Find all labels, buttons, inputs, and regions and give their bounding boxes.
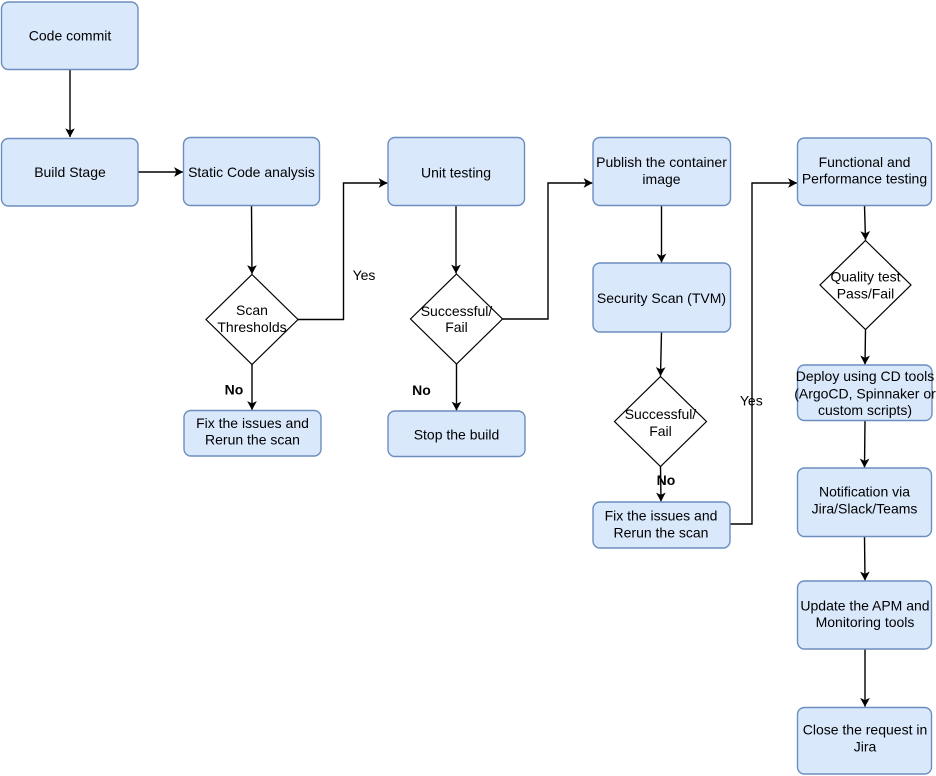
svg-text:Fail: Fail — [445, 319, 468, 335]
svg-text:Monitoring tools: Monitoring tools — [816, 614, 915, 630]
svg-text:Scan: Scan — [236, 302, 268, 318]
svg-text:custom scripts): custom scripts) — [818, 402, 912, 418]
svg-text:Publish the container: Publish the container — [596, 154, 727, 170]
svg-text:Update the APM and: Update the APM and — [800, 597, 929, 613]
svg-text:Jira: Jira — [854, 739, 877, 755]
svg-text:Rerun the scan: Rerun the scan — [205, 432, 300, 448]
svg-text:Successful/: Successful/ — [625, 406, 697, 422]
svg-text:Quality test: Quality test — [830, 269, 900, 285]
svg-text:Notification via: Notification via — [819, 484, 910, 500]
svg-text:No: No — [657, 472, 676, 488]
svg-text:Close the request in: Close the request in — [803, 722, 928, 738]
svg-text:Jira/Slack/Teams: Jira/Slack/Teams — [812, 500, 918, 516]
svg-text:Build Stage: Build Stage — [34, 164, 106, 180]
svg-text:Fix the issues and: Fix the issues and — [605, 508, 718, 524]
svg-text:Fix the issues and: Fix the issues and — [196, 415, 309, 431]
svg-text:Stop the build: Stop the build — [414, 427, 500, 443]
svg-text:Unit testing: Unit testing — [421, 165, 491, 181]
svg-text:Rerun the scan: Rerun the scan — [614, 525, 709, 541]
svg-text:Successful/: Successful/ — [421, 303, 493, 319]
svg-text:Pass/Fail: Pass/Fail — [837, 285, 895, 301]
svg-text:No: No — [225, 382, 244, 398]
svg-text:Deploy using CD tools: Deploy using CD tools — [796, 368, 935, 384]
svg-text:Fail: Fail — [649, 423, 672, 439]
svg-text:Yes: Yes — [353, 267, 376, 283]
svg-text:(ArgoCD, Spinnaker or: (ArgoCD, Spinnaker or — [794, 386, 936, 402]
svg-text:Thresholds: Thresholds — [217, 319, 286, 335]
svg-text:Security Scan (TVM): Security Scan (TVM) — [597, 290, 726, 306]
svg-text:Static Code analysis: Static Code analysis — [188, 164, 315, 180]
svg-text:image: image — [642, 171, 680, 187]
svg-text:No: No — [412, 382, 431, 398]
svg-text:Performance testing: Performance testing — [802, 171, 927, 187]
svg-text:Yes: Yes — [740, 393, 763, 409]
svg-text:Functional and: Functional and — [819, 154, 911, 170]
svg-text:Code commit: Code commit — [29, 28, 112, 44]
